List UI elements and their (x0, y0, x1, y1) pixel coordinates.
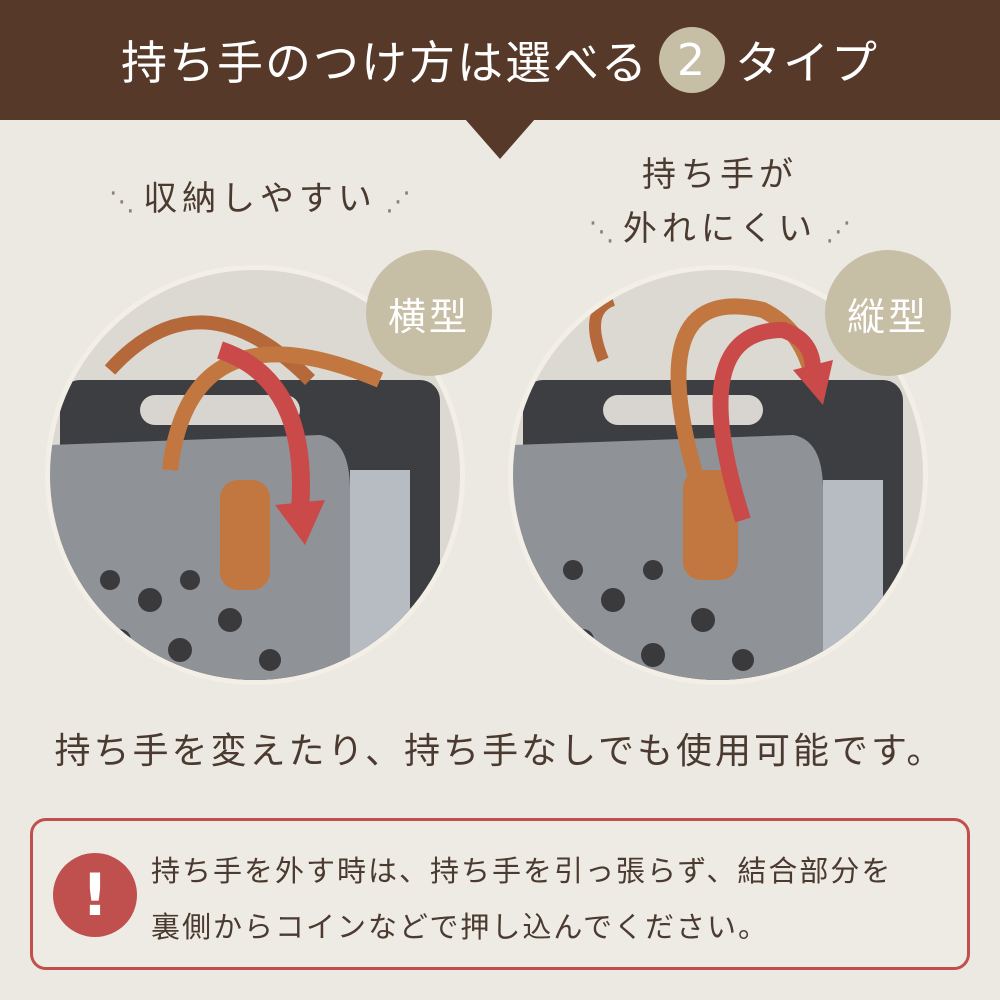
title-text-suffix: タイプ (735, 36, 879, 90)
usage-caption: 持ち手を変えたり、持ち手なしでも使用可能です。 (54, 731, 946, 772)
warning-text: 持ち手を外す時は、持ち手を引っ張らず、結合部分を 裏側からコインなどで押し込んで… (151, 854, 893, 944)
warning-box: ! 持ち手を外す時は、持ち手を引っ張らず、結合部分を 裏側からコインなどで押し込… (30, 818, 970, 970)
number-badge: 2 (659, 27, 725, 93)
exclamation-icon: ! (53, 853, 137, 937)
decoration-dots: ⋰ (376, 187, 412, 217)
decoration-dots: ⋰ (817, 217, 852, 247)
decoration-dots: ⋱ (588, 217, 623, 247)
vertical-type-badge: 縦型 (825, 250, 951, 376)
title-text: 持ち手のつけ方は選べる (121, 36, 649, 90)
decoration-dots: ⋱ (108, 187, 144, 217)
right-label: 持ち手が ⋱ 外れにくい ⋰ (588, 155, 852, 249)
header-banner: 持ち手のつけ方は選べる 2 タイプ (0, 0, 1000, 120)
header-pointer (465, 119, 535, 159)
left-label: ⋱ 収納しやすい ⋰ (108, 179, 412, 219)
horizontal-type-badge: 横型 (366, 250, 492, 376)
